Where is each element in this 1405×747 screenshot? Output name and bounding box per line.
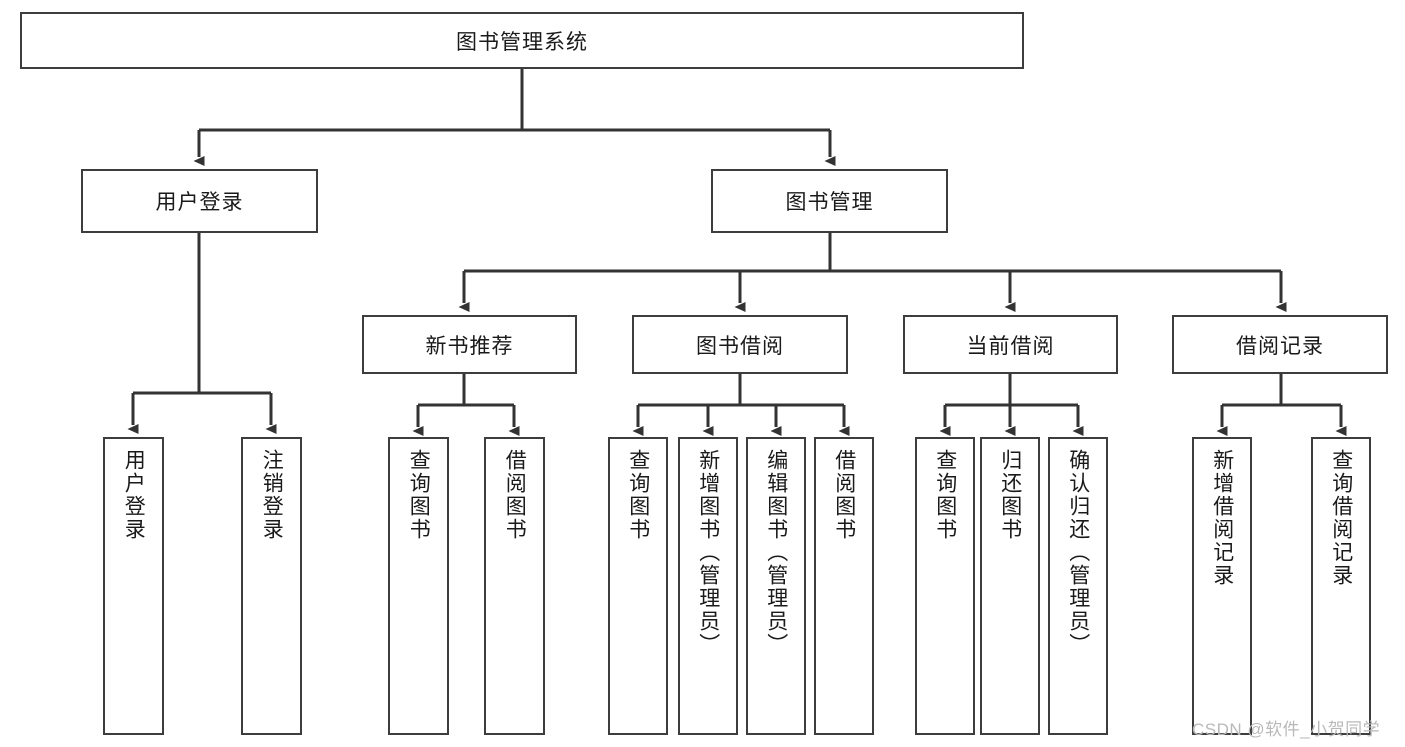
node-leaf-rec-query-book[interactable]: 查询图书 xyxy=(388,437,449,735)
node-leaf-borrow-lend-book-label: 借阅图书 xyxy=(832,449,856,541)
node-leaf-current-confirm-return[interactable]: 确认归还（管理员） xyxy=(1048,437,1108,735)
node-borrow-record[interactable]: 借阅记录 xyxy=(1172,315,1388,374)
node-current-borrow[interactable]: 当前借阅 xyxy=(903,315,1118,374)
node-leaf-record-add[interactable]: 新增借阅记录 xyxy=(1192,437,1252,735)
node-book-manage[interactable]: 图书管理 xyxy=(711,169,948,233)
node-root-label: 图书管理系统 xyxy=(456,30,588,54)
node-leaf-borrow-edit-book[interactable]: 编辑图书（管理员） xyxy=(746,437,806,735)
csdn-watermark: CSDN @软件_小贺同学 xyxy=(1192,720,1381,739)
node-leaf-record-add-label: 新增借阅记录 xyxy=(1210,449,1234,587)
node-leaf-current-return-book[interactable]: 归还图书 xyxy=(980,437,1040,735)
node-leaf-user-login[interactable]: 用户登录 xyxy=(103,437,164,735)
node-leaf-rec-borrow-book-label: 借阅图书 xyxy=(503,449,527,541)
node-leaf-record-query-label: 查询借阅记录 xyxy=(1329,449,1353,587)
node-user-login-label: 用户登录 xyxy=(155,191,244,214)
node-book-borrow-label: 图书借阅 xyxy=(696,334,784,358)
node-root[interactable]: 图书管理系统 xyxy=(20,12,1024,69)
node-borrow-record-label: 借阅记录 xyxy=(1236,334,1324,358)
node-leaf-current-query-book-label: 查询图书 xyxy=(933,449,957,541)
node-leaf-borrow-edit-book-label: 编辑图书（管理员） xyxy=(764,449,788,656)
node-new-book-recommend[interactable]: 新书推荐 xyxy=(362,315,577,374)
node-leaf-borrow-lend-book[interactable]: 借阅图书 xyxy=(814,437,874,735)
node-book-borrow[interactable]: 图书借阅 xyxy=(632,315,848,374)
node-leaf-current-return-book-label: 归还图书 xyxy=(998,449,1022,541)
node-leaf-borrow-add-book-label: 新增图书（管理员） xyxy=(696,449,720,656)
node-new-book-recommend-label: 新书推荐 xyxy=(425,334,514,358)
node-leaf-borrow-query-book[interactable]: 查询图书 xyxy=(608,437,668,735)
node-leaf-user-logout[interactable]: 注销登录 xyxy=(241,437,302,735)
node-leaf-current-query-book[interactable]: 查询图书 xyxy=(915,437,975,735)
node-leaf-rec-query-book-label: 查询图书 xyxy=(407,449,431,541)
node-leaf-borrow-add-book[interactable]: 新增图书（管理员） xyxy=(678,437,738,735)
node-user-login[interactable]: 用户登录 xyxy=(81,169,318,233)
node-leaf-user-logout-label: 注销登录 xyxy=(260,449,284,541)
node-leaf-borrow-query-book-label: 查询图书 xyxy=(626,449,650,541)
node-current-borrow-label: 当前借阅 xyxy=(966,334,1055,358)
node-leaf-rec-borrow-book[interactable]: 借阅图书 xyxy=(484,437,545,735)
node-leaf-user-login-label: 用户登录 xyxy=(122,449,146,541)
node-leaf-current-confirm-return-label: 确认归还（管理员） xyxy=(1066,449,1090,656)
node-leaf-record-query[interactable]: 查询借阅记录 xyxy=(1311,437,1371,735)
node-book-manage-label: 图书管理 xyxy=(785,191,874,214)
